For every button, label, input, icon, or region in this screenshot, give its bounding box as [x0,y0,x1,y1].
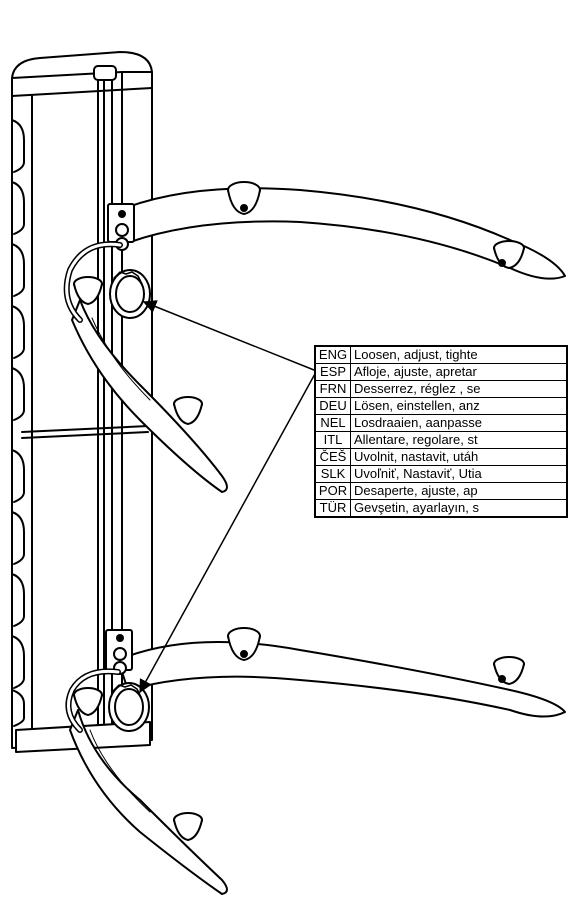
instruction-row: ČEŠ Uvolnit, nastavit, utáh [314,448,567,466]
instruction-row: ENG Loosen, adjust, tighte [314,345,567,364]
instruction-row: ESP Afloje, ajuste, apretar [314,363,567,381]
lower-arm-assembly [65,627,566,895]
language-code: POR [314,482,351,500]
language-code: ENG [314,345,351,364]
instruction-text: Uvolnit, nastavit, utáh [350,448,567,466]
language-code: SLK [314,465,351,483]
lower-foot-pads [73,627,525,841]
instruction-text: Desserrez, réglez , se [350,380,567,398]
instruction-row: DEU Lösen, einstellen, anz [314,397,567,415]
language-code: TÜR [314,499,351,517]
instruction-language-table: ENG Loosen, adjust, tighte ESP Afloje, a… [314,345,568,518]
instruction-text: Desaperte, ajuste, ap [350,482,567,500]
instruction-text: Lösen, einstellen, anz [350,397,567,415]
instruction-row: TÜR Gevşetin, ayarlayın, s [314,499,567,517]
instruction-row: SLK Uvoľniť, Nastaviť, Utia [314,465,567,483]
language-code: NEL [314,414,351,432]
instruction-text: Gevşetin, ayarlayın, s [354,500,479,515]
column-slots [11,119,25,727]
instruction-row: ITL Allentare, regolare, st [314,431,567,449]
language-code: ESP [314,363,351,381]
instruction-row: NEL Losdraaien, aanpasse [314,414,567,432]
upper-arm-assembly [63,181,566,493]
instruction-text: Uvoľniť, Nastaviť, Utia [350,465,567,483]
instruction-text: Losdraaien, aanpasse [350,414,567,432]
instruction-row: POR Desaperte, ajuste, ap [314,482,567,500]
instruction-text: Allentare, regolare, st [350,431,567,449]
language-code: DEU [314,397,351,415]
language-code: ČEŠ [314,448,351,466]
instruction-text: Loosen, adjust, tighte [350,346,567,364]
upper-foot-pads [73,181,525,425]
leader-arrow-lower [139,371,317,694]
instruction-text: Afloje, ajuste, apretar [350,363,567,381]
language-code: FRN [314,380,351,398]
leader-arrow-upper [142,300,315,371]
instruction-row: FRN Desserrez, réglez , se [314,380,567,398]
language-code: ITL [314,431,351,449]
